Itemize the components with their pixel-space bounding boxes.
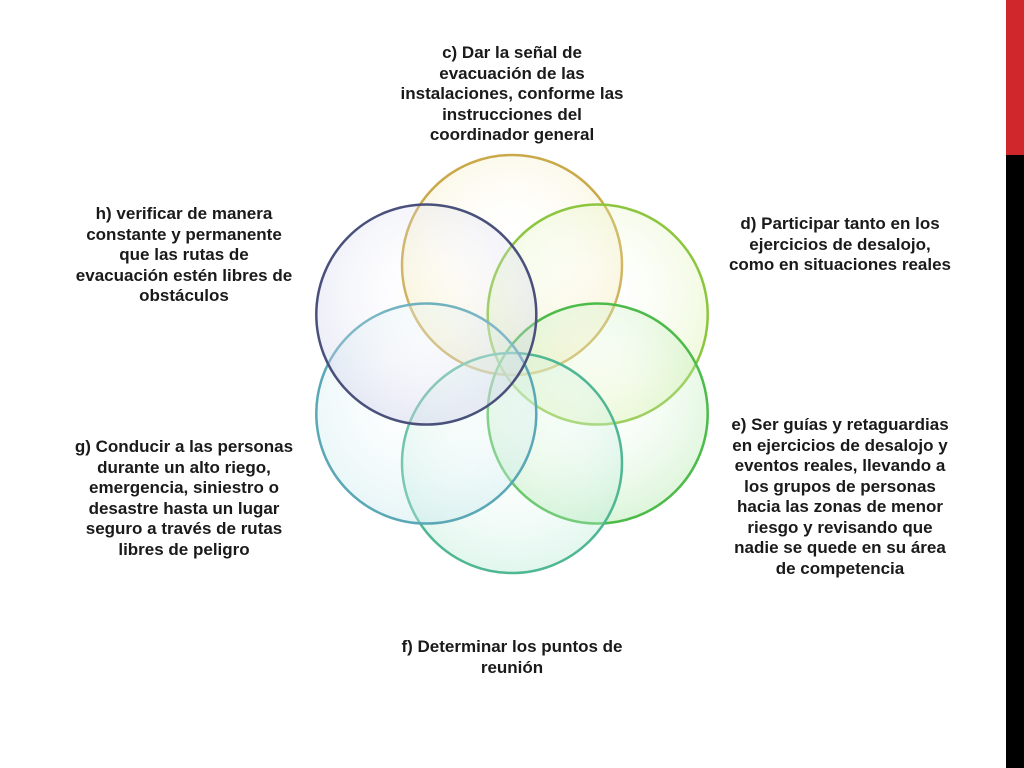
label-h: h) verificar de manera constante y perma… [75, 204, 293, 305]
label-e: e) Ser guías y retaguardias en ejercicio… [731, 415, 949, 578]
side-accent-bar-black [1006, 155, 1024, 768]
circle-h [315, 203, 538, 426]
side-accent-bar-red [1006, 0, 1024, 155]
label-c: c) Dar la señal de evacuación de las ins… [400, 43, 624, 144]
label-f: f) Determinar los puntos de reunión [401, 637, 623, 677]
label-d: d) Participar tanto en los ejercicios de… [728, 214, 952, 274]
circle-layer [315, 153, 709, 575]
label-g: g) Conducir a las personas durante un al… [74, 437, 294, 559]
